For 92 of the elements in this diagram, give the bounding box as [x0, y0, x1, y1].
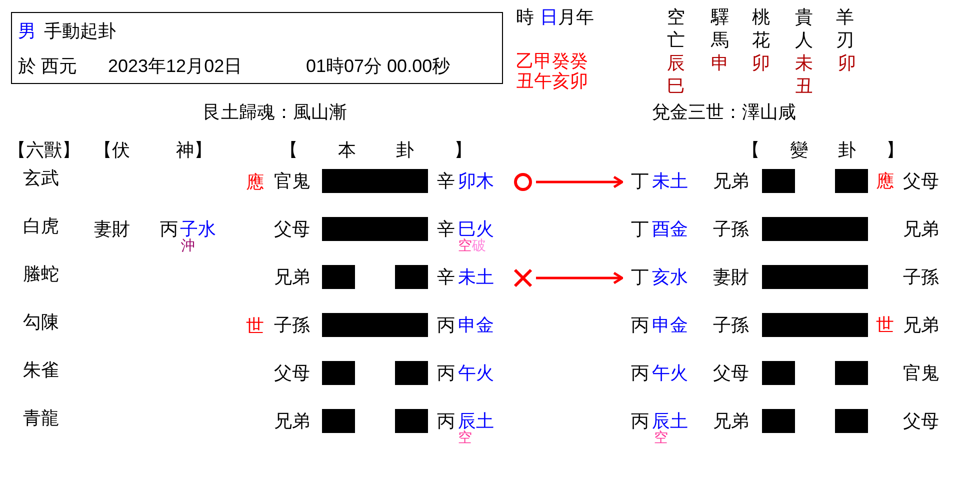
void-mark: 空 [654, 429, 668, 445]
shensha-label: 羊刃 [836, 6, 854, 52]
ying-mark: 應 [876, 170, 894, 192]
najia-stem: 丙 [631, 362, 649, 384]
clash-mark: 沖 [181, 237, 195, 253]
relative-label: 父母 [903, 170, 939, 192]
shensha-value: 未丑 [795, 52, 813, 98]
gender-label: 男 [18, 20, 36, 42]
six-beast: 螣蛇 [23, 263, 59, 285]
relative-label: 官鬼 [903, 362, 939, 384]
shi-mark: 世 [876, 314, 894, 336]
relative-label: 兄弟 [903, 218, 939, 240]
date-label: 2023年12月02日 [108, 55, 242, 77]
six-beast: 玄武 [23, 167, 59, 189]
shensha-label: 貴人 [795, 6, 813, 52]
break-mark: 破 [472, 237, 486, 253]
relative-label: 兄弟 [713, 410, 749, 432]
najia-stem: 丙 [437, 314, 455, 336]
najia-stem: 辛 [437, 170, 455, 192]
najia-branch: 子水 [180, 218, 216, 239]
six-beast: 勾陳 [23, 311, 59, 333]
void-mark: 空 [458, 429, 472, 445]
najia-branch: 亥水 [652, 266, 688, 288]
column-header: 【伏 [94, 139, 130, 161]
relative-label: 父母 [903, 410, 939, 432]
fushen-relative: 妻財 [94, 218, 130, 240]
najia-stem: 丁 [631, 266, 649, 288]
najia-branch: 未土 [458, 266, 494, 288]
six-beast: 朱雀 [23, 359, 59, 381]
najia-stem: 丁 [631, 170, 649, 192]
void-mark: 空 [458, 237, 472, 253]
shensha-label: 桃花 [752, 6, 770, 52]
relative-label: 妻財 [713, 266, 749, 288]
shi-mark: 世 [246, 315, 264, 337]
shensha-value: 卯 [838, 52, 856, 74]
pillar-label: 月年 [558, 6, 594, 28]
relative-label: 官鬼 [274, 170, 310, 192]
arrow [536, 176, 624, 188]
najia-branch: 辰土 [458, 410, 494, 431]
column-header: 【變卦】 [742, 139, 934, 161]
relative-label: 父母 [274, 218, 310, 240]
shensha-value: 辰巳 [667, 52, 685, 98]
najia-stem: 辛 [437, 218, 455, 240]
najia-branch: 卯木 [458, 170, 494, 192]
najia-branch: 申金 [652, 314, 688, 336]
info-box [11, 12, 503, 84]
six-beast: 青龍 [23, 407, 59, 429]
najia-stem: 丙 [160, 218, 178, 240]
najia-branch: 午火 [652, 362, 688, 384]
najia-stem: 丙 [631, 314, 649, 336]
relative-label: 兄弟 [274, 266, 310, 288]
pillar-branches: 丑午亥卯 [516, 70, 588, 92]
time-label: 01時07分 00.00秒 [306, 55, 450, 77]
pillar-label: 日 [540, 6, 558, 28]
ying-mark: 應 [246, 171, 264, 193]
najia-branch: 酉金 [652, 218, 688, 240]
najia-branch: 巳火 [458, 218, 494, 239]
najia-branch: 午火 [458, 362, 494, 384]
arrow [536, 272, 624, 284]
najia-stem: 丙 [631, 410, 649, 432]
cross-mark [513, 268, 533, 288]
najia-stem: 丙 [437, 410, 455, 432]
shensha-label: 空亡 [667, 6, 685, 52]
relative-label: 子孫 [713, 218, 749, 240]
najia-stem: 丙 [437, 362, 455, 384]
relative-label: 子孫 [903, 266, 939, 288]
relative-label: 兄弟 [713, 170, 749, 192]
najia-branch: 辰土 [652, 410, 688, 431]
shensha-value: 卯 [752, 52, 770, 74]
circle-mark [513, 172, 533, 192]
najia-stem: 辛 [437, 266, 455, 288]
method-label: 手動起卦 [44, 20, 116, 42]
six-beast: 白虎 [23, 215, 59, 237]
relative-label: 兄弟 [274, 410, 310, 432]
shensha-value: 申 [711, 52, 729, 74]
column-header: 【本卦】 [280, 139, 512, 161]
pillar-stems: 乙甲癸癸 [516, 50, 588, 72]
date-label: 於 西元 [18, 55, 78, 77]
najia-branch: 未土 [652, 170, 688, 192]
relative-label: 子孫 [713, 314, 749, 336]
najia-stem: 丁 [631, 218, 649, 240]
relative-label: 兄弟 [903, 314, 939, 336]
relative-label: 子孫 [274, 314, 310, 336]
relative-label: 父母 [274, 362, 310, 384]
relative-label: 父母 [713, 362, 749, 384]
hexagram-name: 兌金三世：澤山咸 [652, 101, 796, 123]
column-header: 神】 [176, 139, 212, 161]
pillar-label: 時 [516, 6, 534, 28]
column-header: 【六獸】 [8, 139, 80, 161]
najia-branch: 申金 [458, 314, 494, 336]
hexagram-name: 艮土歸魂：風山漸 [203, 101, 347, 123]
shensha-label: 驛馬 [711, 6, 729, 52]
